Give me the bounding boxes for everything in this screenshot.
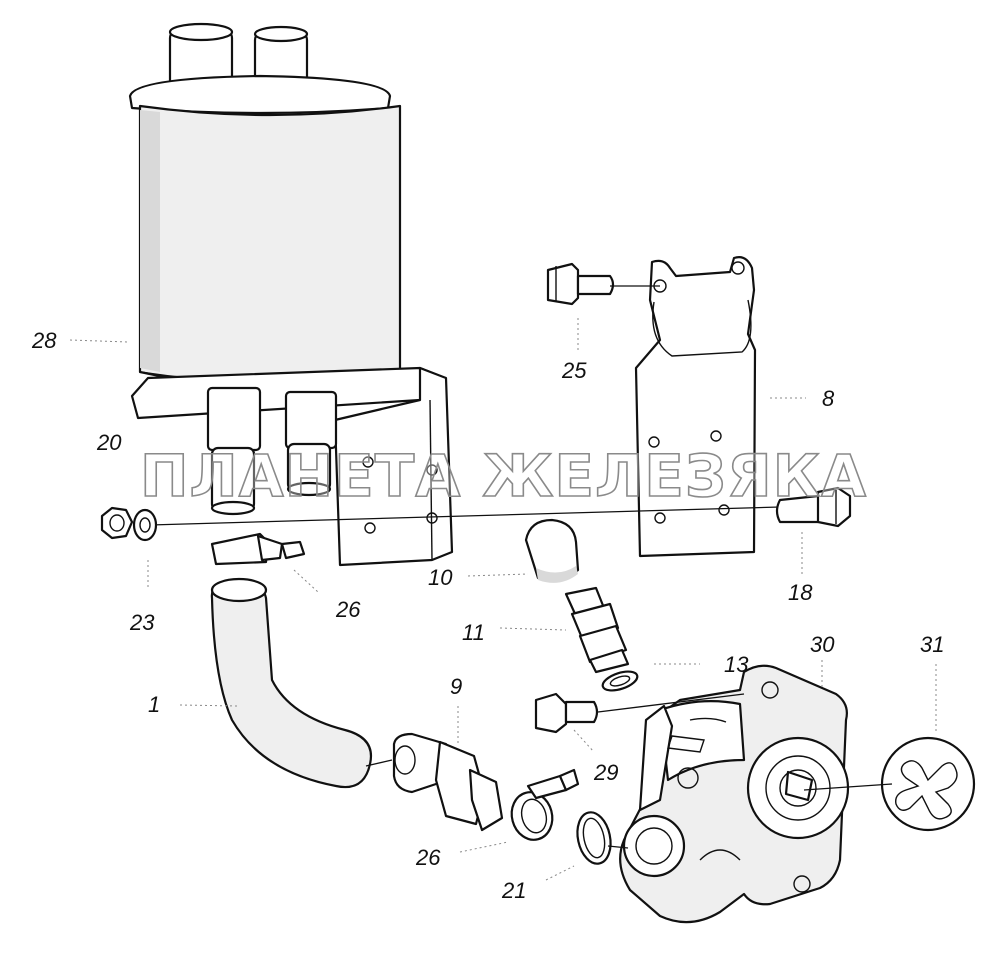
part-31-pulley-cap (880, 736, 976, 832)
part-26-hose-clamp-lower (510, 768, 580, 841)
callout-29: 29 (593, 760, 618, 785)
assembly-axis-line-21 (607, 845, 629, 849)
callout-21: 21 (501, 878, 526, 903)
assembly-axis-line-29 (597, 693, 745, 713)
callout-28: 28 (31, 328, 57, 353)
callout-26-lower: 26 (415, 845, 441, 870)
part-26-hose-clamp-upper (210, 532, 306, 566)
part-21-o-ring (576, 811, 612, 865)
part-23-washer (132, 508, 158, 542)
part-9-fitting (392, 732, 504, 832)
callout-18: 18 (788, 580, 813, 605)
part-10-cap (524, 518, 580, 583)
callout-26-upper: 26 (335, 597, 361, 622)
assembly-axis-line-9 (365, 759, 393, 767)
callout-9: 9 (450, 674, 462, 699)
part-30-power-steering-pump (619, 664, 850, 924)
part-25-bolt (546, 262, 615, 306)
part-28-oil-reservoir (128, 22, 402, 388)
leader-lines (69, 318, 937, 881)
callout-25: 25 (561, 358, 587, 383)
assembly-axis-line (149, 506, 781, 526)
callout-11: 11 (462, 620, 485, 645)
callout-1: 1 (148, 692, 160, 717)
part-8-pump-bracket (634, 256, 757, 558)
callout-31: 31 (920, 632, 944, 657)
part-29-bolt (534, 692, 599, 734)
watermark-text: ПЛАНЕТА ЖЕЛЕЗЯКА (140, 442, 867, 510)
part-13-sealing-ring (601, 670, 639, 692)
callout-20: 20 (96, 430, 122, 455)
part-18-bolt (775, 486, 852, 528)
reservoir-bracket (130, 366, 454, 567)
part-20-nut (100, 506, 134, 540)
part-1-hose (210, 577, 373, 789)
callout-10: 10 (428, 565, 453, 590)
callout-23: 23 (129, 610, 155, 635)
callout-13: 13 (724, 652, 749, 677)
assembly-axis-line-31 (803, 783, 893, 791)
part-11-union-fitting (564, 586, 630, 674)
callout-30: 30 (810, 632, 835, 657)
callout-8: 8 (822, 386, 835, 411)
